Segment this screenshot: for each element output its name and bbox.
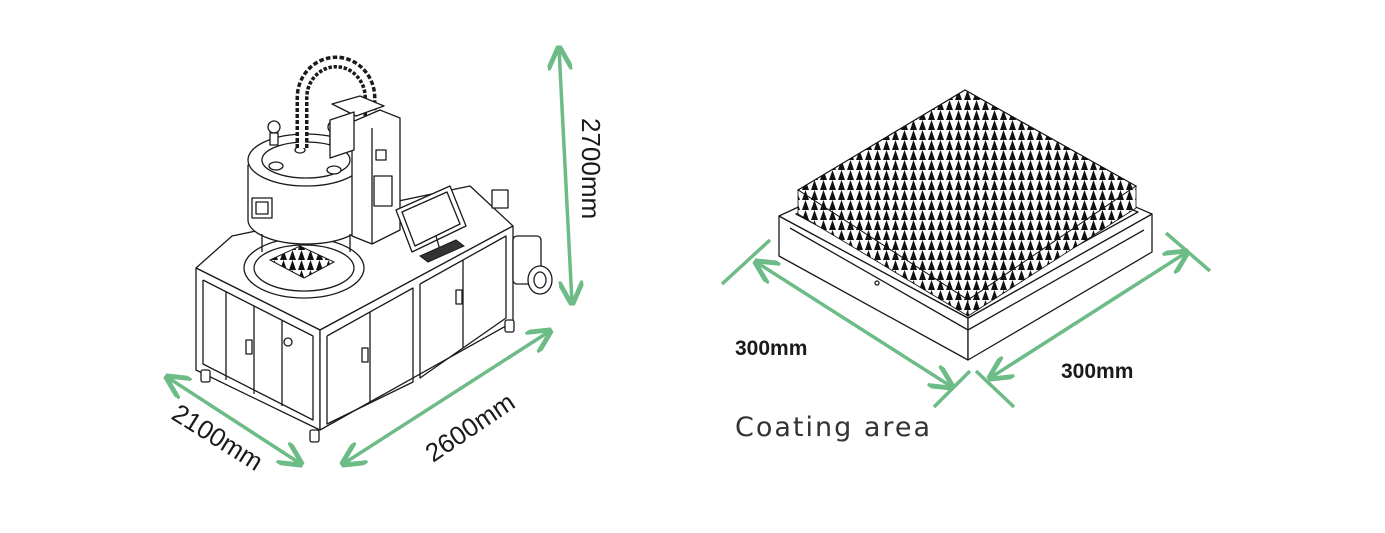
coating-dimension-arrows [720, 231, 1212, 409]
coating-left-label: 300mm [735, 337, 807, 360]
coating-right-label: 300mm [1061, 360, 1133, 383]
coating-area-caption: Coating area [735, 412, 932, 443]
width-label: 2600mm [420, 387, 521, 468]
coating-right-arrow [990, 252, 1187, 378]
width-arrow [343, 331, 550, 464]
coating-machine-drawing [195, 55, 553, 443]
height-label: 2700mm [576, 118, 606, 219]
height-arrow [559, 48, 572, 303]
depth-arrow [167, 377, 301, 464]
control-monitor [395, 185, 467, 253]
machine-dimension-arrows [167, 48, 572, 464]
coating-tray-drawing [778, 89, 1153, 361]
coating-left-arrow [756, 262, 952, 387]
